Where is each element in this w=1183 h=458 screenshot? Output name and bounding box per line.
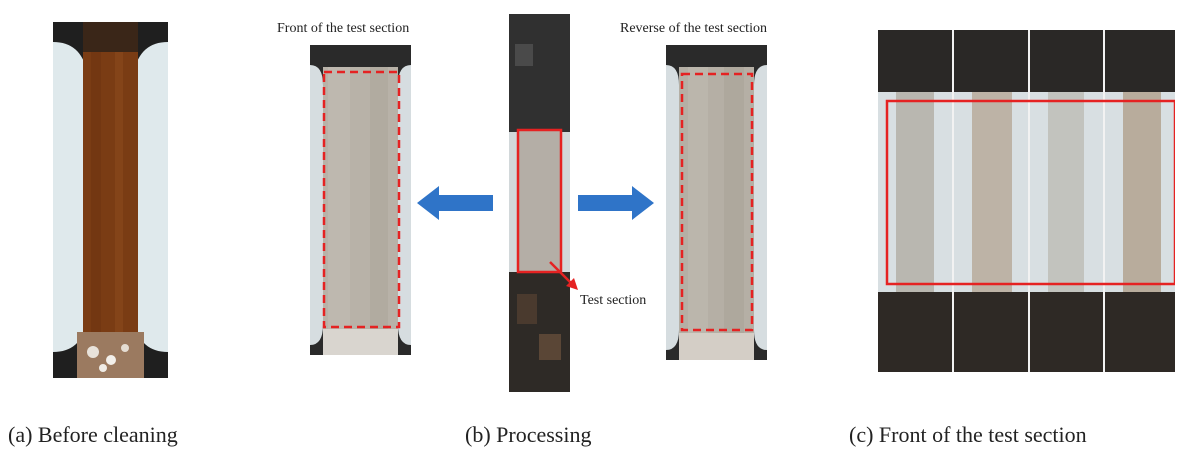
photo-reverse-test-section <box>666 45 767 360</box>
arrow-right-icon <box>578 186 654 220</box>
test-section-pointer <box>548 260 580 292</box>
photo-four-specimens <box>878 30 1175 372</box>
caption-before-cleaning: (a) Before cleaning <box>8 422 178 447</box>
photo-before-cleaning <box>53 22 168 378</box>
label-reverse-of-test-section: Reverse of the test section <box>620 21 767 36</box>
label-test-section: Test section <box>580 293 647 308</box>
caption-front-of-test-section: (c) Front of the test section <box>849 422 1087 447</box>
arrow-left-icon <box>417 186 493 220</box>
photo-whole-specimen <box>509 14 570 392</box>
caption-processing: (b) Processing <box>465 422 592 447</box>
photo-front-test-section <box>310 45 411 355</box>
label-front-of-test-section: Front of the test section <box>277 21 410 36</box>
